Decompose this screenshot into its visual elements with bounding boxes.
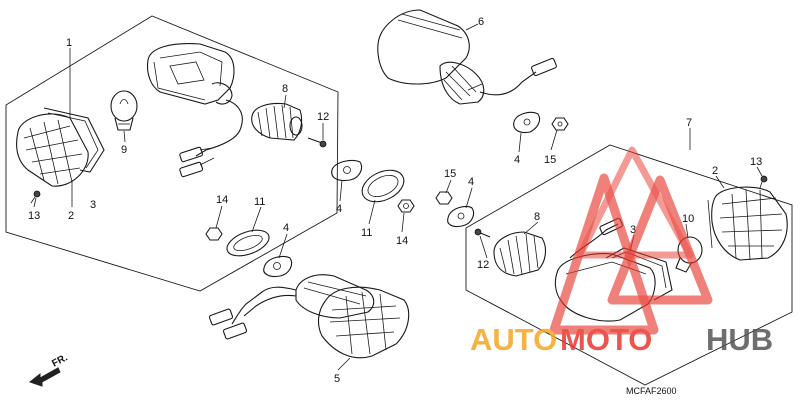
diagram-code: MCFAF2600: [626, 386, 677, 396]
pad-4-lower: [263, 255, 293, 278]
screw-12-right: [474, 228, 491, 238]
bulb-9: [110, 90, 138, 131]
watermark-triangle-back: [576, 146, 694, 259]
callout-13-right: 13: [750, 156, 762, 168]
nut-15-middle: [435, 191, 453, 205]
callout-7: 7: [686, 117, 692, 129]
connector-lower: [208, 308, 248, 340]
nut-15-top: [551, 117, 569, 131]
watermark-text-moto: MOTO: [560, 322, 652, 357]
pad-4-middle-right: [447, 205, 475, 228]
screw-13-right: [759, 175, 768, 189]
callout-12-left: 12: [317, 111, 329, 123]
callout-labels: 1 2 3 13 9 8 12 6 4 15 4 11 14 15 4 14 1…: [28, 16, 762, 385]
winker-lens-left: [16, 113, 89, 187]
callout-6: 6: [478, 16, 484, 28]
callout-10: 10: [682, 213, 694, 225]
pad-4-middle: [331, 159, 363, 182]
callout-14-mid: 14: [396, 235, 408, 247]
screw-12-left: [307, 137, 327, 148]
callout-3-right: 3: [630, 224, 636, 236]
direction-label: FR.: [50, 352, 70, 369]
callout-4-low: 4: [283, 222, 289, 234]
callout-12-right: 12: [477, 259, 489, 271]
leader-lines: [33, 23, 763, 371]
connector-left-upper: [179, 146, 215, 178]
nut-14-lower: [205, 227, 223, 241]
callout-15-top: 15: [544, 154, 556, 166]
watermark-text-auto: AUTO: [470, 322, 557, 357]
winker-assembly-5: [231, 274, 410, 359]
winker-housing-left: [146, 43, 243, 157]
callout-13-left: 13: [28, 210, 40, 222]
gasket-11-lower: [226, 229, 270, 257]
callout-5: 5: [334, 373, 340, 385]
callout-11-low: 11: [254, 196, 265, 208]
callout-2-left: 2: [68, 210, 74, 222]
assembly-frame-left: [5, 15, 339, 292]
watermark-logo-triangles: [549, 146, 713, 335]
callout-4-top: 4: [514, 154, 520, 166]
pad-4-top: [513, 111, 541, 134]
lens-gasket-left: [43, 107, 105, 173]
gasket-11-middle: [361, 169, 405, 203]
arrow-icon: [28, 367, 61, 387]
callout-4-mid2: 4: [468, 176, 474, 188]
callout-8-left: 8: [282, 83, 288, 95]
callout-15-mid: 15: [444, 168, 456, 180]
callout-2-right: 2: [712, 165, 718, 177]
winker-assembly-6: [377, 9, 557, 105]
assembly-frame-right: [465, 144, 793, 386]
callout-11-mid: 11: [361, 227, 372, 239]
watermark-text-hub: HUB: [706, 322, 773, 357]
automotohub-watermark: AUTO MOTO HUB: [470, 146, 773, 357]
winker-lens-right: [707, 186, 788, 261]
nut-14-middle: [397, 199, 415, 213]
screw-13-left: [30, 190, 41, 204]
callout-9: 9: [121, 144, 127, 156]
rubber-grommet-8-left: [251, 102, 303, 141]
callout-14-low: 14: [216, 194, 228, 206]
rubber-grommet-8-right: [493, 231, 547, 277]
callout-8-right: 8: [534, 211, 540, 223]
callout-4-mid: 4: [336, 203, 342, 215]
front-direction-arrow: FR.: [28, 352, 70, 387]
callout-3-left: 3: [90, 199, 96, 211]
callout-1: 1: [66, 37, 72, 49]
